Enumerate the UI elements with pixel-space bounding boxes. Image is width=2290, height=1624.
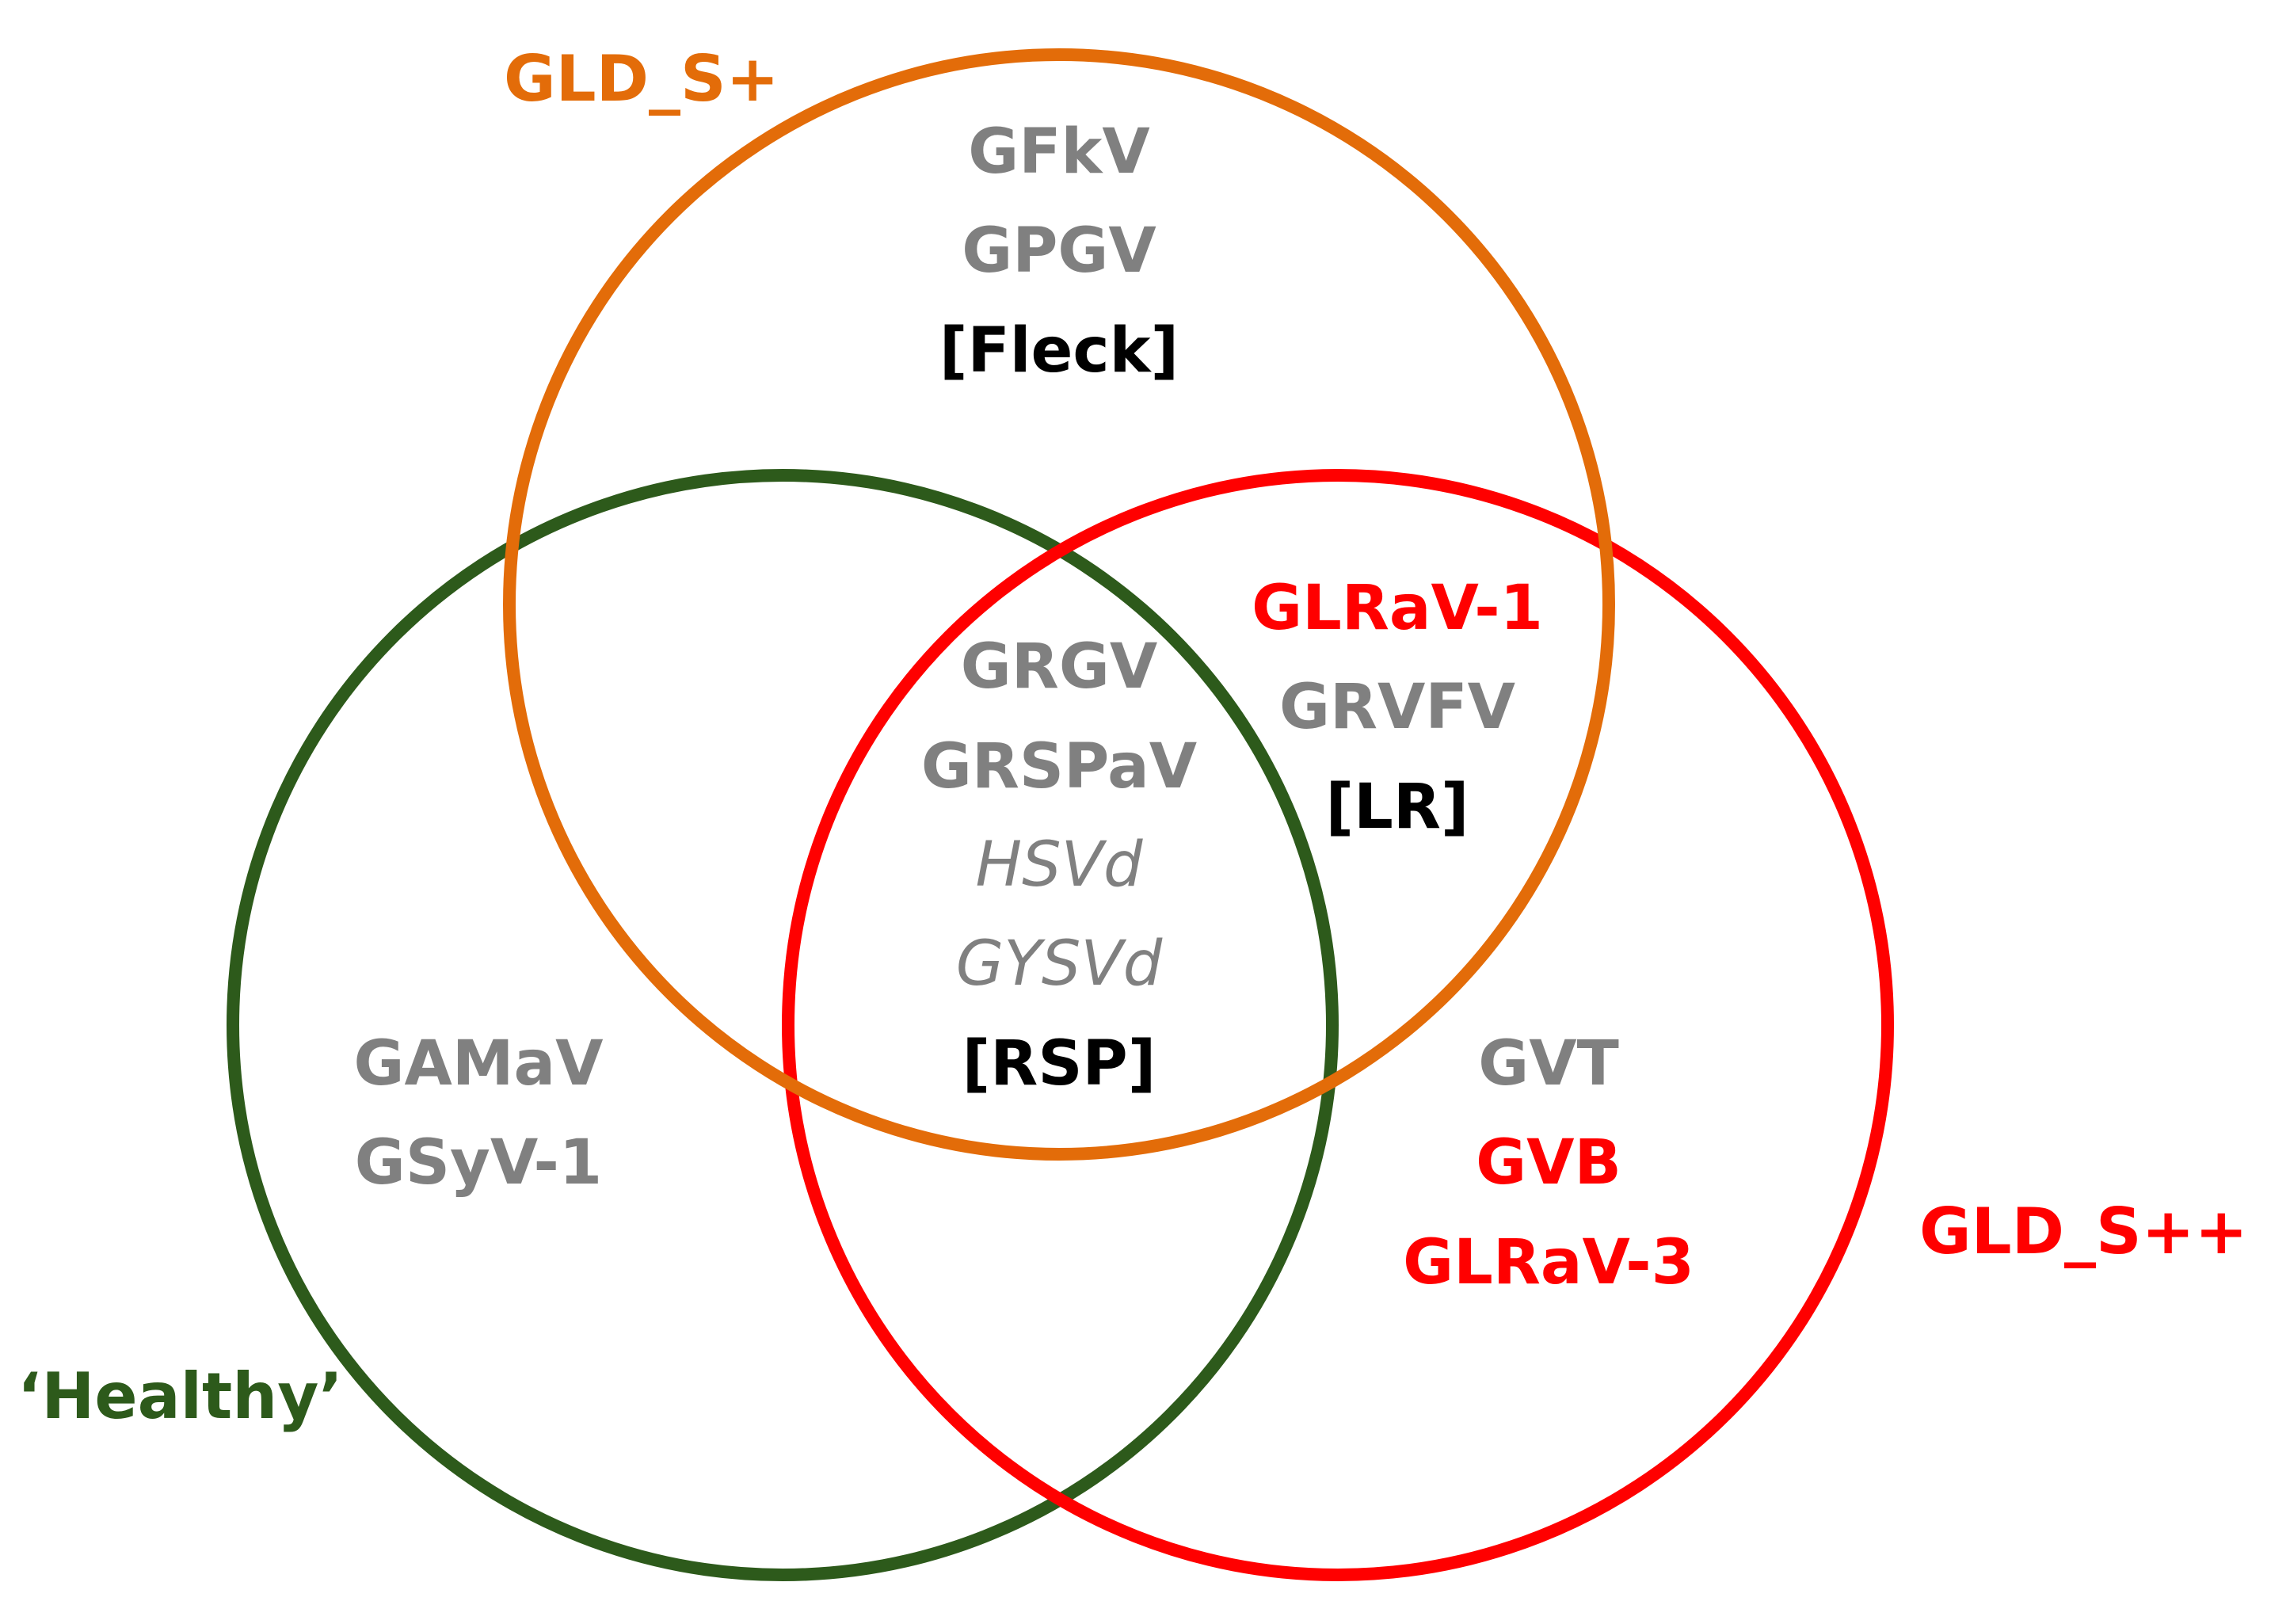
circle-gld-s-plus-plus (782, 469, 1894, 1581)
region-item: GRVFV (1279, 672, 1515, 743)
viroid-item: GYSVd (956, 928, 1163, 1000)
region-item: GRGV (961, 631, 1157, 703)
region-item: GRSPaV (921, 731, 1197, 802)
region-item: GLRaV-1 (1252, 573, 1543, 644)
symptom-label: [LR] (1325, 772, 1469, 843)
region-item: GPGV (962, 215, 1156, 287)
viroid-item: HSVd (975, 829, 1143, 901)
region-item: GVT (1478, 1028, 1619, 1100)
set-label-gld-s-plus: GLD_S+ (504, 42, 779, 116)
region-item: GFkV (968, 116, 1150, 188)
region-item: GLRaV-3 (1403, 1227, 1694, 1298)
set-label-healthy: ‘Healthy’ (17, 1359, 343, 1433)
set-label-gld-s-plus-plus: GLD_S++ (1919, 1195, 2248, 1268)
symptom-label: [RSP] (962, 1028, 1156, 1100)
circle-gld-s-plus (503, 48, 1615, 1161)
symptom-label: [Fleck] (939, 315, 1179, 387)
region-item: GAMaV (353, 1028, 603, 1100)
region-item: GSyV-1 (355, 1127, 602, 1199)
circle-healthy (227, 469, 1339, 1581)
region-item: GVB (1476, 1127, 1621, 1199)
